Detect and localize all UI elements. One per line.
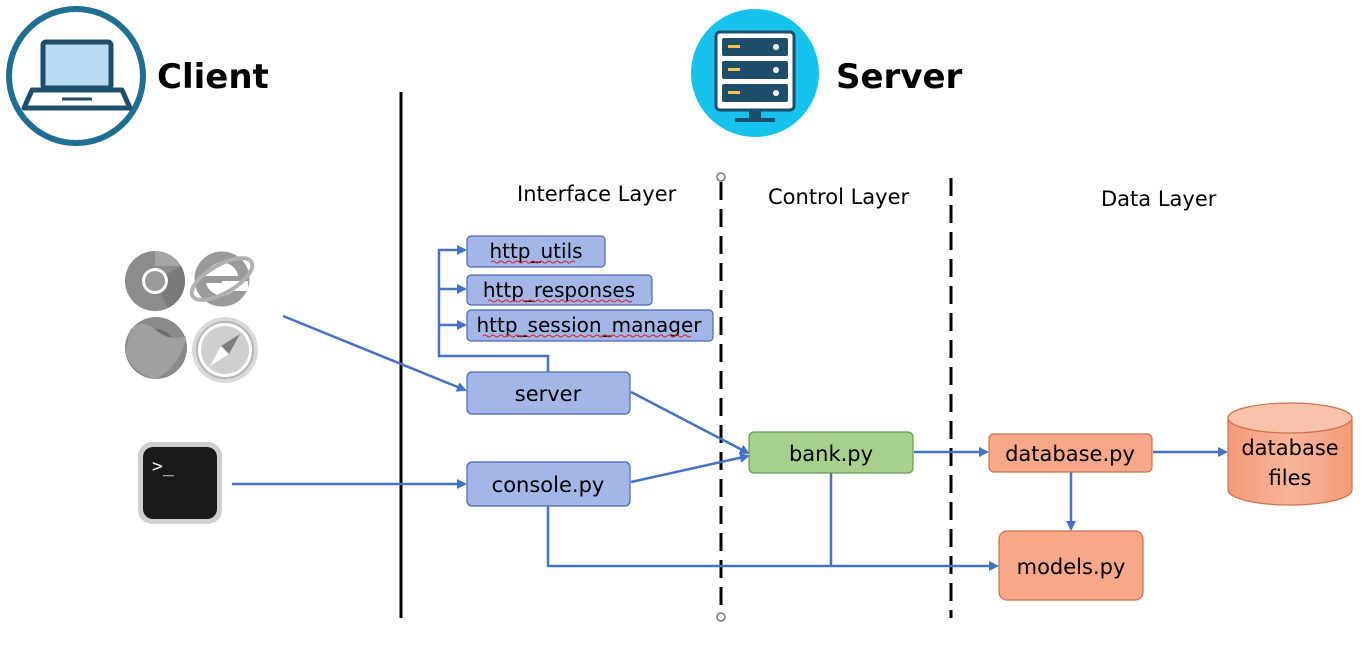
server-heading: Server — [836, 57, 963, 97]
control-layer-label: Control Layer — [768, 185, 910, 209]
console-box[interactable]: console.py — [466, 461, 631, 507]
divider-handle-top — [716, 172, 726, 182]
interface-layer-label: Interface Layer — [517, 182, 677, 206]
server-box-label: server — [515, 382, 582, 406]
bank-box-label: bank.py — [789, 442, 873, 466]
database-files-cylinder[interactable]: database files — [1227, 402, 1353, 506]
http-responses-label: http_responses — [483, 278, 635, 302]
laptop-icon — [6, 6, 146, 146]
database-files-label-line2: files — [1269, 466, 1312, 490]
terminal-prompt: >_ — [152, 456, 174, 477]
safari-icon — [192, 317, 258, 383]
browser-to-server-arrow — [282, 314, 467, 392]
server-to-bank-arrow — [630, 390, 750, 455]
terminal-icon: >_ — [138, 442, 222, 524]
http-utils-label: http_utils — [489, 239, 582, 263]
console-to-models-arrow — [546, 506, 999, 571]
database-files-label-line1: database — [1241, 436, 1338, 460]
console-to-bank-arrow — [630, 452, 750, 484]
internet-explorer-icon — [189, 251, 255, 307]
http-responses-box[interactable]: http_responses — [466, 274, 653, 306]
server-to-http-utils-arrow — [437, 245, 550, 372]
chrome-icon — [125, 251, 185, 311]
connections — [232, 245, 1228, 571]
bank-box[interactable]: bank.py — [748, 431, 914, 474]
server-rack-icon — [691, 9, 819, 137]
database-box-label: database.py — [1005, 442, 1135, 466]
http-utils-box[interactable]: http_utils — [466, 235, 606, 268]
firefox-icon — [125, 317, 187, 379]
http-session-manager-label: http_session_manager — [477, 313, 703, 337]
database-box[interactable]: database.py — [988, 433, 1153, 473]
models-box[interactable]: models.py — [998, 530, 1144, 601]
models-box-label: models.py — [1017, 555, 1126, 579]
http-session-manager-box[interactable]: http_session_manager — [466, 309, 714, 342]
data-layer-label: Data Layer — [1101, 187, 1217, 211]
server-box[interactable]: server — [466, 371, 631, 415]
divider-handle-bottom — [716, 612, 726, 622]
client-heading: Client — [157, 57, 269, 97]
console-box-label: console.py — [492, 473, 605, 497]
